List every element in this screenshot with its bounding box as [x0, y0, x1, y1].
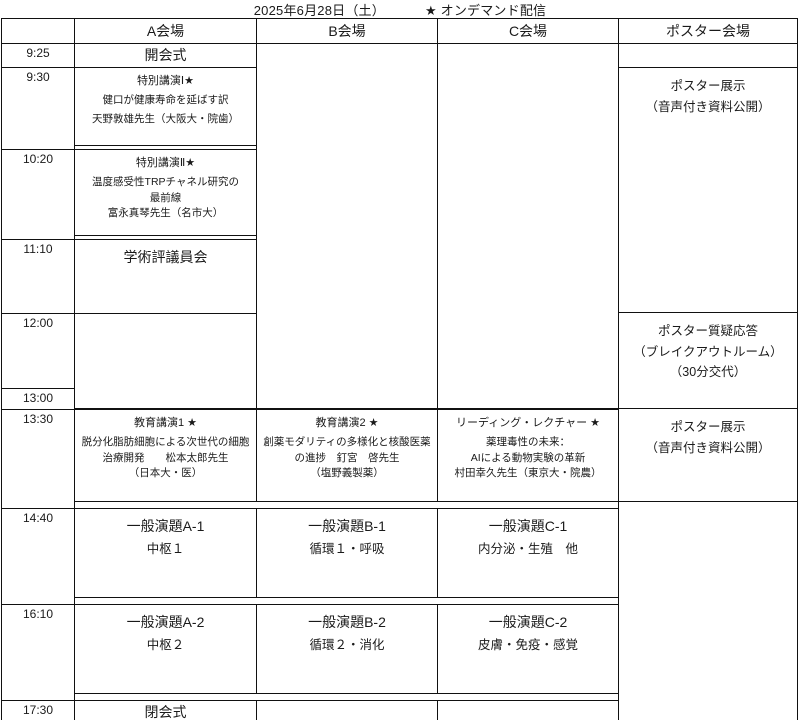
time-slot-1200: 12:00: [1, 313, 75, 389]
session-general-c1[interactable]: 一般演題C-1 内分泌・生殖 他: [437, 508, 619, 598]
poster-qa-room: （ブレイクアウトルーム）: [633, 344, 783, 359]
session-speaker: 村田幸久先生（東京大・院農）: [454, 467, 602, 480]
time-label: 9:25: [26, 46, 50, 60]
column-header-time: [1, 18, 75, 44]
session-subtitle: 皮膚・免疫・感覚: [477, 637, 578, 652]
venue-c-closing-empty: [437, 700, 619, 720]
session-title: 一般演題A-2: [126, 614, 205, 630]
poster-qa-session[interactable]: ポスター質疑応答 （ブレイクアウトルーム） （30分交代）: [618, 312, 798, 409]
column-header-poster: ポスター会場: [618, 18, 798, 44]
column-header-poster-label: ポスター会場: [666, 23, 750, 39]
venue-c-morning-empty: [437, 43, 619, 409]
session-special-lecture-1[interactable]: 特別講演Ⅰ★ 健口が健康寿命を延ばす訳 天野敦雄先生（大阪大・院歯）: [74, 67, 257, 146]
poster-exhibit-note: （音声付き資料公開）: [645, 99, 771, 114]
column-header-venue-a: A会場: [74, 18, 257, 44]
time-label: 9:30: [26, 70, 50, 84]
time-slot-1730: 17:30: [1, 700, 75, 720]
session-title: リーディング・レクチャー ★: [455, 417, 601, 429]
time-label: 16:10: [22, 607, 54, 621]
session-general-a2[interactable]: 一般演題A-2 中枢２: [74, 604, 257, 694]
session-subject-line1: 脱分化脂肪細胞による次世代の細胞: [81, 435, 250, 448]
column-header-venue-b: B会場: [256, 18, 438, 44]
poster-qa-title: ポスター質疑応答: [657, 324, 758, 338]
event-date: 2025年6月28日（土）: [253, 2, 385, 18]
session-affiliation: （塩野義製薬）: [310, 467, 384, 480]
session-special-lecture-2[interactable]: 特別講演Ⅱ★ 温度感受性TRPチャネル研究の 最前線 富永真琴先生（名市大）: [74, 149, 257, 236]
time-slot-0930: 9:30: [1, 67, 75, 150]
poster-exhibit-morning[interactable]: ポスター展示 （音声付き資料公開）: [618, 67, 798, 313]
poster-exhibit-afternoon[interactable]: ポスター展示 （音声付き資料公開）: [618, 408, 798, 502]
column-header-venue-b-label: B会場: [328, 23, 366, 39]
session-subject-line1: 温度感受性TRPチャネル研究の: [92, 175, 239, 188]
session-general-c2[interactable]: 一般演題C-2 皮膚・免疫・感覚: [437, 604, 619, 694]
session-educational-lecture-2[interactable]: 教育講演2 ★ 創薬モダリティの多様化と核酸医薬 の進捗 釘宮 啓先生 （塩野義…: [256, 409, 438, 502]
session-title: 一般演題C-2: [488, 614, 568, 630]
time-label: 14:40: [22, 511, 54, 525]
session-title: 教育講演2 ★: [315, 417, 379, 429]
time-label: 10:20: [22, 152, 54, 166]
time-label: 13:30: [22, 412, 54, 426]
schedule-table: A会場 B会場 C会場 ポスター会場 9:25 9:30 10:20 11:10…: [1, 18, 798, 720]
session-subject: 健口が健康寿命を延ばす訳: [102, 93, 229, 106]
session-opening-ceremony[interactable]: 開会式: [74, 43, 257, 68]
time-slot-1440: 14:40: [1, 508, 75, 605]
time-label: 11:10: [23, 242, 53, 256]
poster-exhibit-title: ポスター展示: [670, 420, 746, 434]
session-general-b1[interactable]: 一般演題B-1 循環１・呼吸: [256, 508, 438, 598]
session-leading-lecture[interactable]: リーディング・レクチャー ★ 薬理毒性の未来： AIによる動物実験の革新 村田幸…: [437, 409, 619, 502]
session-title: 閉会式: [144, 703, 187, 720]
session-subtitle: 中枢２: [146, 637, 185, 652]
session-title: 学術評議員会: [123, 249, 208, 265]
poster-bottom-empty: [618, 501, 798, 720]
poster-exhibit-note: （音声付き資料公開）: [645, 440, 771, 455]
session-subtitle: 循環１・呼吸: [309, 541, 385, 556]
session-academic-council[interactable]: 学術評議員会: [74, 239, 257, 314]
poster-top-empty: [618, 43, 798, 68]
session-title: 特別講演Ⅰ★: [136, 75, 195, 87]
session-speaker: 天野敦雄先生（大阪大・院歯）: [92, 112, 239, 125]
column-header-venue-c-label: C会場: [508, 23, 548, 39]
session-general-b2[interactable]: 一般演題B-2 循環２・消化: [256, 604, 438, 694]
column-header-venue-c: C会場: [437, 18, 619, 44]
session-affiliation: （日本大・医）: [128, 467, 203, 480]
session-subject-line2: 治療開発 松本太郎先生: [102, 451, 229, 464]
poster-qa-rotation: （30分交代）: [669, 365, 747, 380]
ondemand-legend: ★ オンデマンド配信: [424, 2, 547, 18]
session-speaker: 富永真琴先生（名市大）: [107, 207, 224, 220]
time-slot-1300: 13:00: [1, 388, 75, 410]
time-slot-1610: 16:10: [1, 604, 75, 701]
session-title: 開会式: [144, 46, 187, 63]
session-title: 教育講演1 ★: [133, 417, 198, 429]
time-slot-1110: 11:10: [1, 239, 75, 314]
poster-exhibit-title: ポスター展示: [670, 79, 746, 93]
session-subtitle: 中枢１: [146, 541, 185, 556]
session-title: 一般演題A-1: [126, 518, 205, 534]
session-title: 一般演題B-1: [308, 518, 386, 534]
session-title: 特別講演Ⅱ★: [135, 157, 196, 169]
session-closing-ceremony[interactable]: 閉会式: [74, 700, 257, 720]
venue-b-morning-empty: [256, 43, 438, 409]
column-header-venue-a-label: A会場: [146, 23, 185, 39]
time-slot-1330: 13:30: [1, 409, 75, 509]
time-slot-1020: 10:20: [1, 149, 75, 240]
time-label: 12:00: [22, 316, 54, 330]
time-label: 13:00: [22, 391, 54, 405]
session-title: 一般演題C-1: [488, 518, 568, 534]
page-header: 2025年6月28日（土） ★ オンデマンド配信: [0, 0, 800, 18]
session-subject-line2: AIによる動物実験の革新: [470, 451, 586, 464]
session-subject-line1: 薬理毒性の未来：: [486, 435, 570, 448]
session-subject-line1: 創薬モダリティの多様化と核酸医薬: [263, 435, 431, 448]
session-general-a1[interactable]: 一般演題A-1 中枢１: [74, 508, 257, 598]
venue-b-closing-empty: [256, 700, 438, 720]
session-subject-line2: 最前線: [149, 191, 182, 204]
time-label: 17:30: [22, 703, 54, 717]
session-subtitle: 循環２・消化: [309, 637, 385, 652]
session-subject-line2: の進捗 釘宮 啓先生: [294, 451, 400, 464]
time-slot-0925: 9:25: [1, 43, 75, 68]
session-title: 一般演題B-2: [308, 614, 386, 630]
session-educational-lecture-1[interactable]: 教育講演1 ★ 脱分化脂肪細胞による次世代の細胞 治療開発 松本太郎先生 （日本…: [74, 409, 257, 502]
session-subtitle: 内分泌・生殖 他: [477, 541, 578, 556]
session-a-lunch-block: [74, 313, 257, 409]
